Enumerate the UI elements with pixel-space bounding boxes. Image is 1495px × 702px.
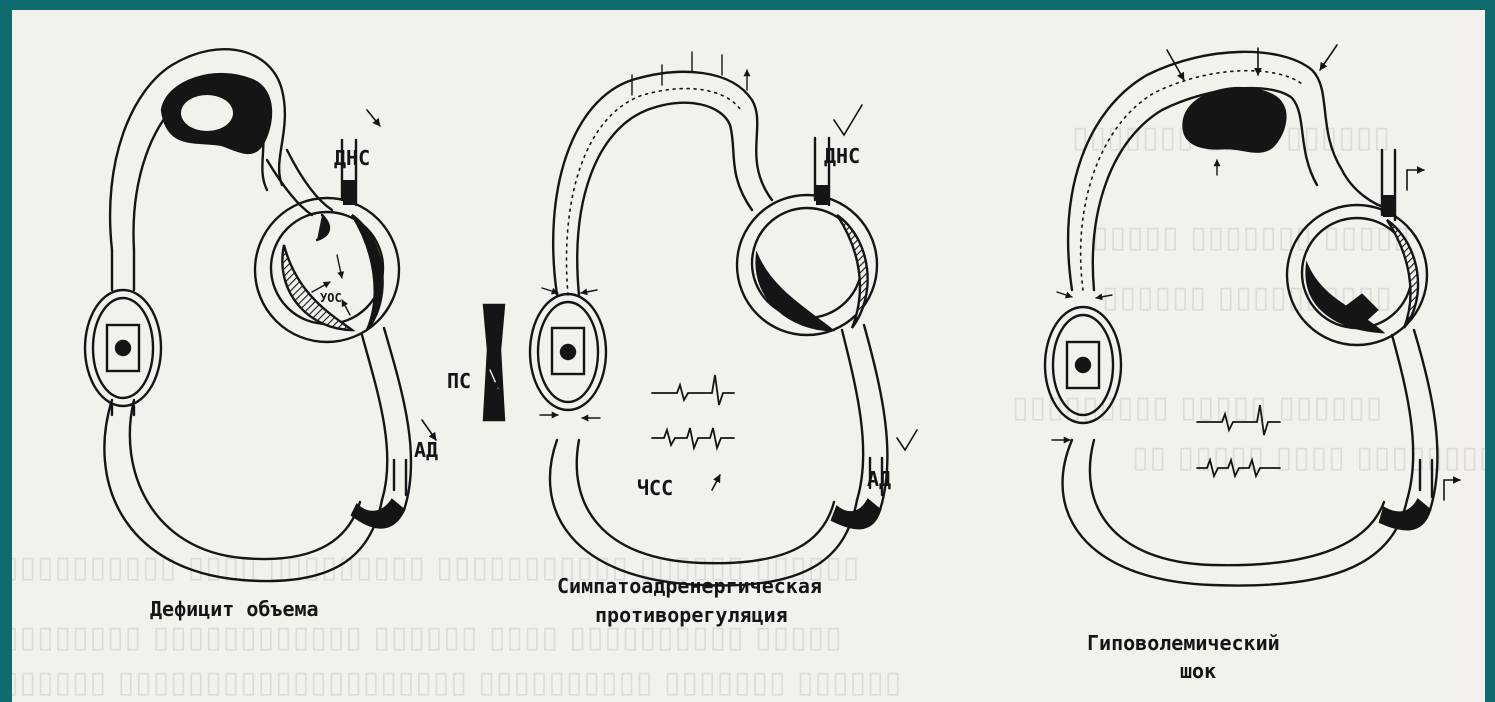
caption-line: Дефицит объема xyxy=(150,597,319,621)
caption-line: шок xyxy=(1180,659,1216,683)
ecg-trace xyxy=(652,375,734,405)
label-chss: ЧСС xyxy=(637,476,673,500)
panel-volume-deficit xyxy=(85,49,436,581)
caption-line: Симпатоадренергическая xyxy=(557,574,822,598)
ecg-trace xyxy=(1197,405,1280,435)
label-dns: ДНС xyxy=(334,146,370,170)
label-uos: УОС xyxy=(320,291,342,305)
panel-3-labels: Гиповолемический шок xyxy=(1087,631,1280,683)
venous-reservoir xyxy=(1184,88,1286,152)
caption-line: Гиповолемический xyxy=(1087,631,1280,655)
panel-2-labels: ДНС ПС ЧСС АД Симпатоадренергическая про… xyxy=(447,144,891,627)
label-ad: АД xyxy=(867,467,891,491)
circulation-diagrams: ОК ДНС УОС АД Дефицит объема xyxy=(12,10,1485,702)
caption-line: противорегуляция xyxy=(595,603,788,627)
panel-sympathoadrenergic xyxy=(484,52,917,585)
scanned-page: ▯▯▯▯▯▯▯ ▯▯▯▯ ▯▯▯▯▯▯ ▯▯▯▯▯ ▯▯▯▯▯▯▯ ▯▯▯▯▯ … xyxy=(12,10,1485,702)
ecg-trace xyxy=(652,428,734,448)
label-dns: ДНС xyxy=(824,144,860,168)
label-ok: ОК xyxy=(194,107,210,122)
resistance-bar xyxy=(484,305,504,420)
ecg-trace xyxy=(1197,460,1280,476)
label-ps: ПС xyxy=(447,369,471,393)
label-ad: АД xyxy=(414,438,438,462)
panel-hypovolemic-shock xyxy=(1045,45,1460,586)
